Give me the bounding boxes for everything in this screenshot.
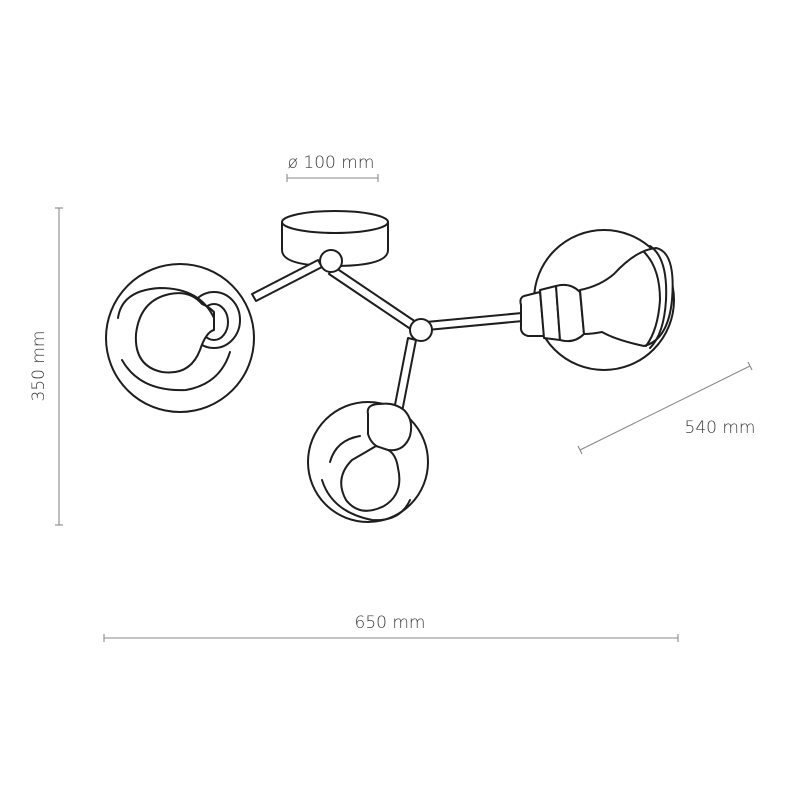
upper-joint bbox=[319, 249, 343, 273]
diameter-label: ø 100 mm bbox=[288, 153, 375, 173]
ceiling-canopy bbox=[281, 210, 389, 267]
left-globe bbox=[105, 263, 255, 413]
height-label: 350 mm bbox=[29, 331, 49, 402]
width-label: 650 mm bbox=[355, 613, 426, 633]
diameter-dimension: ø 100 mm bbox=[286, 153, 379, 182]
right-globe bbox=[519, 229, 675, 371]
depth-label: 540 mm bbox=[685, 418, 756, 438]
center-joint bbox=[409, 318, 433, 342]
arms bbox=[251, 259, 524, 413]
depth-line bbox=[579, 365, 751, 451]
height-dimension: 350 mm bbox=[29, 207, 63, 526]
depth-dimension: 540 mm bbox=[577, 361, 756, 455]
lamp-illustration bbox=[105, 210, 675, 523]
width-dimension: 650 mm bbox=[103, 613, 679, 642]
bottom-globe bbox=[307, 401, 429, 523]
